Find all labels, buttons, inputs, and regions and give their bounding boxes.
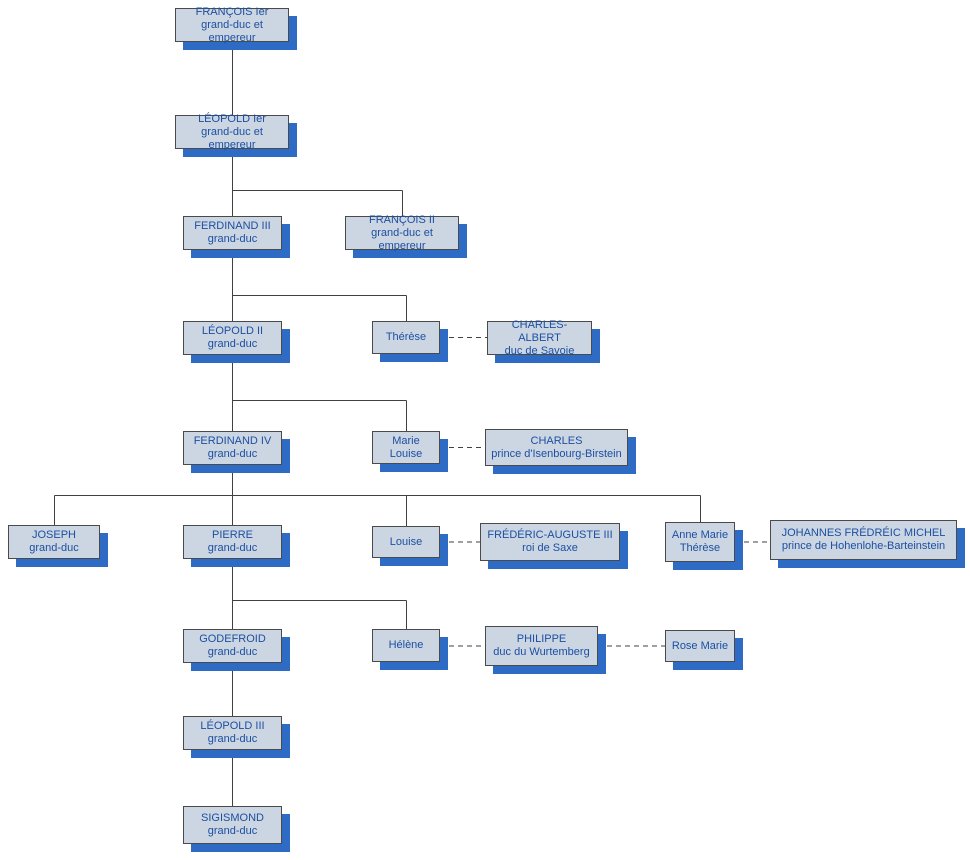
node-anne-marie-therese: Anne Marie Thérèse [665,522,735,562]
node-subtitle: grand-duc [207,825,258,837]
node-frederic-auguste-iii: FRÉDÉRIC-AUGUSTE III roi de Saxe [480,523,620,561]
node-subtitle: grand-duc [207,733,258,745]
node-name: PIERRE [212,529,253,541]
node-name: Hélène [388,639,424,651]
node-name: LÉOPOLD Ier [198,112,266,125]
node-leopold-iii: LÉOPOLD III grand-duc [183,716,282,750]
node-sigismond: SIGISMOND grand-duc [183,806,282,844]
node-francois-ier: FRANÇOIS Ier grand-duc et empereur [175,5,289,44]
node-subtitle: grand-duc [207,542,258,554]
node-name: FERDINAND IV [193,435,272,447]
node-name: Marie Louise [389,434,423,460]
node-pierre: PIERRE grand-duc [183,525,282,559]
node-therese: Thérèse [372,321,440,354]
node-name: JOHANNES FRÉDRÉIC MICHEL [781,527,946,539]
node-subtitle: grand-duc et empereur [201,18,263,44]
node-subtitle: prince d'Isenbourg-Birstein [491,447,622,460]
node-charles-albert: CHARLES-ALBERT duc de Savoie [487,318,592,357]
node-subtitle: grand-duc [207,646,258,658]
node-name: Rose Marie [671,639,729,652]
node-name: GODEFROID [199,633,266,645]
node-name: LÉOPOLD II [201,325,264,337]
node-name: FERDINAND III [194,220,271,232]
node-name: JOSEPH [31,529,76,541]
node-name: Anne Marie Thérèse [671,529,729,554]
node-louise: Louise [372,526,440,558]
node-philippe: PHILIPPE duc du Wurtemberg [485,626,598,666]
node-name: FRANÇOIS II [368,213,435,226]
node-rose-marie: Rose Marie [665,630,735,662]
node-subtitle: duc du Wurtemberg [493,646,590,658]
node-marie-louise: Marie Louise [372,431,440,464]
node-ferdinand-iv: FERDINAND IV grand-duc [183,431,282,465]
node-subtitle: grand-duc [207,233,258,245]
node-helene: Hélène [372,629,440,662]
node-name: Thérèse [385,331,427,343]
node-name: FRÉDÉRIC-AUGUSTE III [487,529,613,541]
node-name: CHARLES [530,434,583,447]
node-subtitle: grand-duc [207,448,258,460]
node-johannes-fredreic-michel: JOHANNES FRÉDRÉIC MICHEL prince de Hohen… [770,520,957,560]
node-joseph: JOSEPH grand-duc [8,525,100,559]
node-leopold-ii: LÉOPOLD II grand-duc [183,321,282,355]
node-ferdinand-iii: FERDINAND III grand-duc [183,216,282,250]
node-subtitle: duc de Savoie [504,344,575,357]
node-godefroid: GODEFROID grand-duc [183,629,282,663]
node-name: CHARLES-ALBERT [511,318,568,344]
node-subtitle: grand-duc et empereur [371,226,433,252]
node-name: PHILIPPE [516,633,567,645]
node-name: Louise [389,535,423,548]
node-name: SIGISMOND [201,812,264,824]
node-leopold-ier: LÉOPOLD Ier grand-duc et empereur [175,112,289,151]
node-subtitle: grand-duc et empereur [201,125,263,151]
node-charles: CHARLES prince d'Isenbourg-Birstein [485,429,628,466]
node-subtitle: roi de Saxe [522,542,578,554]
node-francois-ii: FRANÇOIS II grand-duc et empereur [345,213,459,252]
node-subtitle: prince de Hohenlohe-Barteinstein [781,540,946,552]
node-name: LÉOPOLD III [200,720,265,732]
node-subtitle: grand-duc [29,542,79,554]
node-subtitle: grand-duc [207,338,258,350]
node-name: FRANÇOIS Ier [195,5,269,18]
